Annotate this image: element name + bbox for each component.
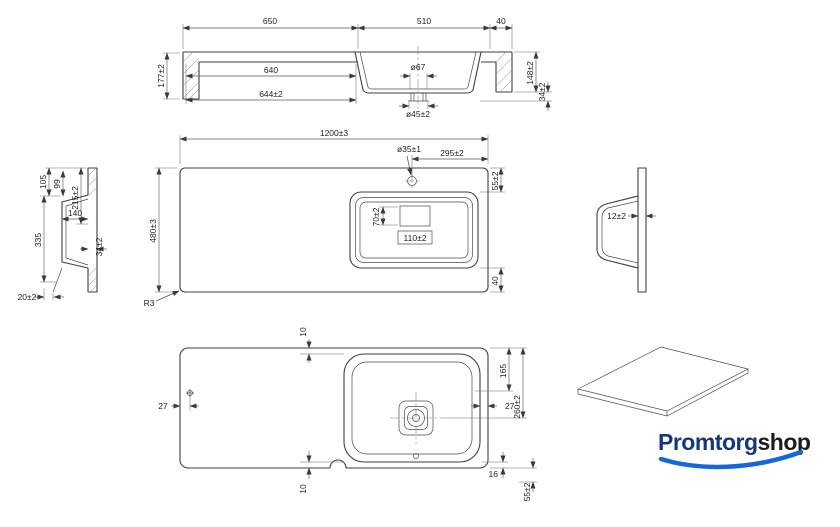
bottom-dim-left-27: 27 <box>158 401 168 411</box>
section-dim-335: 335 <box>33 233 43 247</box>
brand-logo: Promtorgshop <box>658 429 811 470</box>
plan-dimension-lines <box>155 135 505 302</box>
section-dim-20: 20±2 <box>18 292 37 302</box>
section-part-outline <box>52 167 98 293</box>
end-view: 12±2 <box>596 167 656 293</box>
iso-thickness-edges <box>577 369 749 417</box>
bottom-fixing-hole-center <box>413 453 419 459</box>
front-dim-drain-bottom: ø45±2 <box>406 109 430 119</box>
front-basin-inner <box>359 51 477 90</box>
bottom-dim-16: 16 <box>489 469 499 479</box>
section-dim-105: 105 <box>38 175 48 189</box>
plan-dim-1200: 1200±3 <box>320 128 349 138</box>
front-dim-640: 640 <box>264 65 278 75</box>
isometric-view <box>577 346 749 417</box>
end-dim-12: 12±2 <box>607 211 626 221</box>
end-part-outline <box>596 167 647 293</box>
logo-text-primary: Promtorg <box>658 429 758 455</box>
front-dim-650: 650 <box>263 16 277 26</box>
plan-dim-70: 70±2 <box>371 207 381 226</box>
plan-overflow-rect <box>399 205 431 227</box>
end-slab <box>637 167 647 293</box>
section-dim-140: 140 <box>68 208 82 218</box>
plan-dim-480: 480±3 <box>148 219 158 243</box>
bottom-dim-bottom-10: 10 <box>298 484 308 494</box>
front-dim-drain-top: ø67 <box>411 62 426 72</box>
plan-view: 1200±3 ø35±1 295±2 480±3 55±2 70±2 110±2… <box>144 128 505 308</box>
end-bowl-inner <box>601 200 639 264</box>
section-dim-34: 34±2 <box>94 237 104 256</box>
plan-dim-295: 295±2 <box>440 148 464 158</box>
end-bowl-outer <box>596 195 639 269</box>
section-dim-99: 99 <box>52 179 62 189</box>
side-section-view: 105 99 140 215±2 335 34±2 20±2 <box>18 167 107 302</box>
front-hatching <box>182 51 513 100</box>
plan-dim-r3: R3 <box>144 298 155 308</box>
plan-boxed-dim-frame <box>397 230 433 245</box>
bottom-dim-top-10: 10 <box>298 327 308 337</box>
bottom-drain-crosshair <box>390 392 442 444</box>
front-part-outline <box>182 46 513 110</box>
front-dim-34: 34±2 <box>537 82 547 101</box>
front-dimension-lines <box>163 24 552 111</box>
bottom-view: 10 10 27 27 165 260±2 16 55±2 <box>158 327 537 501</box>
front-dim-644: 644±2 <box>259 89 283 99</box>
plan-countertop <box>179 167 489 293</box>
bottom-dim-165: 165 <box>498 364 508 378</box>
bottom-dim-right-27: 27 <box>505 401 515 411</box>
front-dim-510: 510 <box>417 16 431 26</box>
plan-sink-rim <box>349 191 479 269</box>
bottom-dim-260: 260±2 <box>512 395 522 419</box>
plan-faucet-crosshair <box>405 174 419 188</box>
front-elevation-view: 650 510 40 177±2 640 ø67 644±2 ø45±2 148… <box>156 16 552 119</box>
iso-top-face <box>577 346 749 412</box>
bottom-bowl-inner <box>351 361 473 455</box>
front-drain-fitting <box>408 93 429 102</box>
bottom-dim-55: 55±2 <box>522 482 532 501</box>
front-dim-40: 40 <box>496 16 506 26</box>
section-dim-215: 215±2 <box>70 186 80 210</box>
logo-swoosh <box>658 449 804 470</box>
plan-dim-55: 55±2 <box>490 171 500 190</box>
plan-sink-mid <box>355 197 473 263</box>
section-bowl-inner <box>65 198 89 266</box>
front-dim-177: 177±2 <box>156 64 166 88</box>
plan-part-outline <box>179 167 489 293</box>
bottom-part-outline <box>179 347 489 469</box>
plan-dim-110: 110±2 <box>404 233 427 243</box>
logo-text: Promtorgshop <box>658 429 811 455</box>
bottom-countertop <box>179 347 489 469</box>
section-hatching <box>87 167 98 293</box>
plan-sink-inner <box>359 201 469 259</box>
front-dim-148: 148±2 <box>525 61 535 85</box>
section-apron-edge <box>52 267 63 293</box>
plan-dim-hole: ø35±1 <box>397 144 421 154</box>
section-dimension-lines <box>34 167 107 300</box>
plan-dim-40: 40 <box>490 276 500 286</box>
bottom-dimension-lines <box>171 339 537 492</box>
bottom-bowl-outer <box>343 353 481 463</box>
